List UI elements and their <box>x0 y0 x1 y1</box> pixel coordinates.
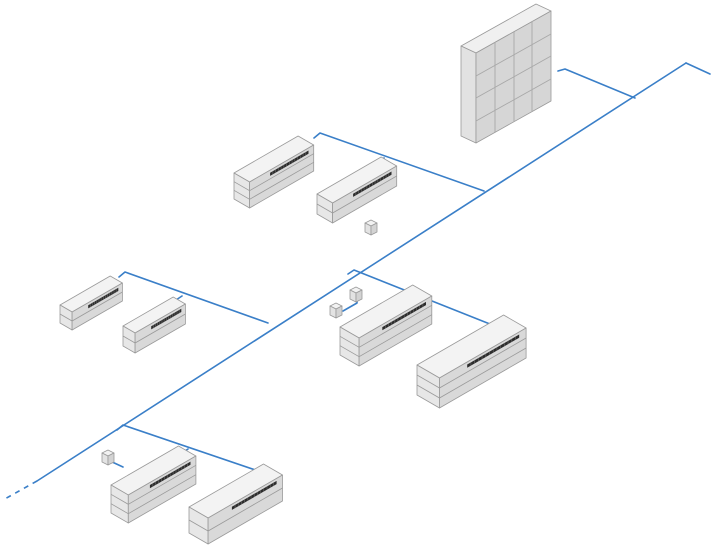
endpoint-upper <box>364 219 378 236</box>
device-layer-line <box>233 161 314 200</box>
switch-bottom-1 <box>110 445 197 524</box>
device-layer-line <box>110 474 197 515</box>
switch-upper-1 <box>233 135 315 209</box>
left-group-branch-link <box>118 271 269 324</box>
device-layer-line <box>416 347 527 399</box>
backbone-link <box>36 62 687 482</box>
endpoint-right-1 <box>329 302 343 319</box>
device-layer-line <box>110 464 197 505</box>
switch-left-2 <box>122 296 186 354</box>
device-layer-line <box>339 314 433 358</box>
cabinet-front-face <box>460 45 477 144</box>
network-devices <box>59 135 527 545</box>
switch-bottom-2 <box>188 463 283 545</box>
backbone-dashed-continuation <box>2 480 38 501</box>
cabinet-branch-link <box>557 68 636 99</box>
switch-right-2 <box>416 314 527 409</box>
endpoint-right <box>335 305 343 319</box>
upper-group-branch-link <box>313 132 485 192</box>
endpoint-right <box>355 289 363 303</box>
device-layer-line <box>416 337 527 389</box>
switch-upper-2 <box>316 156 398 224</box>
device-layer-line <box>122 313 186 344</box>
switch-left-1 <box>59 275 123 331</box>
device-layer-line <box>316 175 397 214</box>
device-layer-line <box>188 487 283 532</box>
rack-cabinet <box>460 3 552 144</box>
endpoint-right <box>370 222 378 236</box>
top-right-stub-link <box>685 62 711 75</box>
endpoint-bottom <box>101 449 115 466</box>
endpoint-right-2 <box>349 286 363 303</box>
switch-right-1 <box>339 284 433 367</box>
endpoint-right <box>107 452 115 466</box>
cabinet-grid <box>475 21 552 132</box>
device-layer-line <box>59 291 123 322</box>
device-layer-line <box>233 153 314 192</box>
device-layer-line <box>339 304 433 348</box>
